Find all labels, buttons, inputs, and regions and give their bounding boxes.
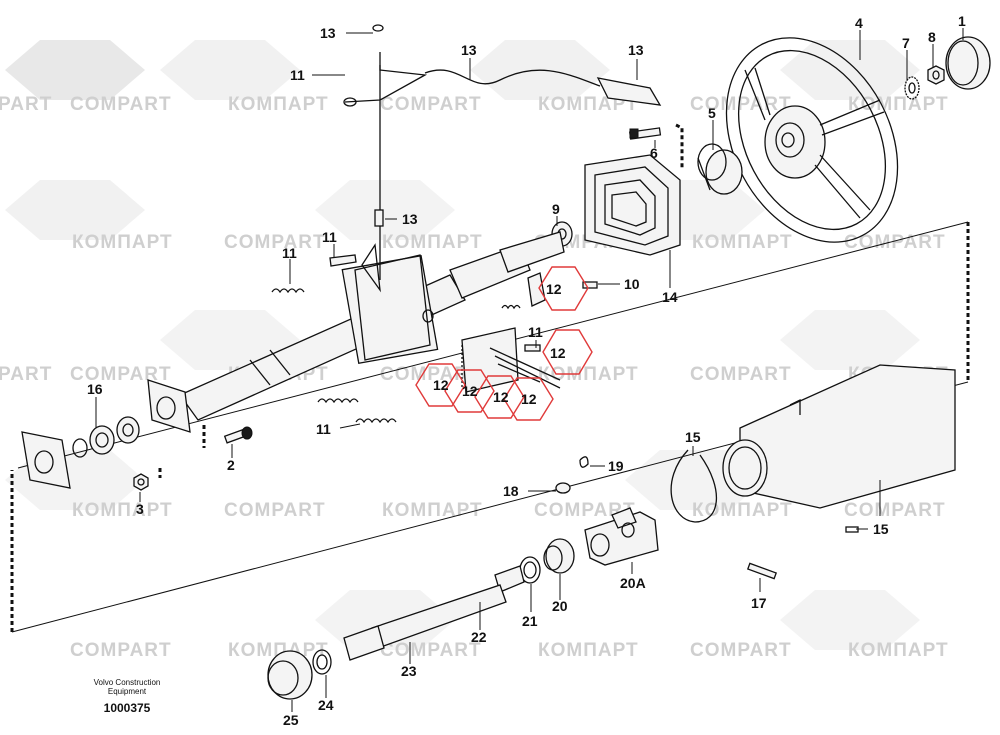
- watermark-text: КОМПАРТ: [382, 500, 483, 521]
- screw: [628, 127, 662, 140]
- part-label-21: 21: [522, 613, 538, 629]
- part-label-24: 24: [318, 697, 334, 713]
- part-label-15: 15: [685, 429, 701, 445]
- watermark-text: COMPART: [690, 94, 792, 115]
- part-label-10: 10: [624, 276, 640, 292]
- watermark-text: COMPART: [690, 640, 792, 661]
- watermark-text: КОМПАРТ: [538, 640, 639, 661]
- watermark-text: COMPART: [380, 94, 482, 115]
- part-label-5: 5: [708, 105, 716, 121]
- bolt-small: [746, 562, 778, 580]
- part-label-20A: 20A: [620, 575, 646, 591]
- part-label-14: 14: [662, 289, 678, 305]
- plate: [329, 254, 357, 267]
- watermark-text: PART: [0, 94, 52, 115]
- part-label-12: 12: [550, 345, 566, 361]
- part-label-13: 13: [461, 42, 477, 58]
- part-label-12: 12: [521, 391, 537, 407]
- part-label-12: 12: [546, 281, 562, 297]
- watermark-text: КОМПАРТ: [848, 640, 949, 661]
- bearing-cup: [267, 650, 313, 700]
- horn-cap: [945, 36, 991, 90]
- part-label-20: 20: [552, 598, 568, 614]
- universal-joint: [584, 507, 659, 566]
- brand-line-1: Volvo Construction: [94, 678, 161, 687]
- tilt-linkage: [343, 24, 662, 280]
- intermediate-shaft: [343, 565, 525, 661]
- part-labels: 13 11 13 13 4 7 8 1 5 6 13 11 11 9 10 14…: [87, 13, 966, 728]
- watermark-text: COMPART: [534, 500, 636, 521]
- mounting-flange: [21, 431, 71, 489]
- part-label-12: 12: [462, 383, 478, 399]
- brand-line-2: Equipment: [108, 687, 147, 696]
- watermark-text: КОМПАРТ: [228, 94, 329, 115]
- bolt: [223, 426, 253, 444]
- nut: [133, 473, 149, 491]
- watermark-text: COMPART: [70, 640, 172, 661]
- part-label-22: 22: [471, 629, 487, 645]
- part-label-23: 23: [401, 663, 417, 679]
- spring: [271, 288, 521, 424]
- protective-sleeve: [722, 364, 956, 509]
- part-label-13: 13: [402, 211, 418, 227]
- part-label-1: 1: [958, 13, 966, 29]
- part-label-3: 3: [136, 501, 144, 517]
- part-label-18: 18: [503, 483, 519, 499]
- part-label-11: 11: [282, 245, 297, 261]
- part-label-11: 11: [528, 324, 543, 340]
- watermark-text: КОМПАРТ: [382, 232, 483, 253]
- washer-small: [555, 482, 571, 494]
- watermark-text: COMPART: [690, 364, 792, 385]
- bushing: [697, 143, 743, 195]
- watermark-text: КОМПАРТ: [72, 232, 173, 253]
- bushing-lower: [543, 538, 575, 574]
- steering-column: [179, 231, 565, 421]
- watermark-text: COMPART: [224, 500, 326, 521]
- drawing-footer: Volvo Construction Equipment 1000375: [94, 678, 161, 715]
- watermark-text: COMPART: [70, 94, 172, 115]
- part-label-11: 11: [316, 421, 331, 437]
- steering-wheel: [725, 37, 899, 243]
- part-label-12: 12: [493, 389, 509, 405]
- watermark-text: КОМПАРТ: [692, 500, 793, 521]
- watermark-text: COMPART: [380, 640, 482, 661]
- seal-ring: [312, 649, 332, 675]
- watermark-text: COMPART: [224, 232, 326, 253]
- part-label-12: 12: [433, 377, 449, 393]
- part-label-17: 17: [751, 595, 767, 611]
- part-label-6: 6: [650, 145, 658, 161]
- cable-tie: [670, 449, 718, 523]
- part-label-9: 9: [552, 201, 560, 217]
- part-label-11: 11: [322, 229, 337, 245]
- watermark-text: COMPART: [70, 364, 172, 385]
- lock-washer: [904, 76, 920, 100]
- part-label-8: 8: [928, 29, 936, 45]
- watermark-text: КОМПАРТ: [72, 500, 173, 521]
- watermark-text: КОМПАРТ: [848, 94, 949, 115]
- seal-kit: [72, 416, 140, 458]
- part-label-4: 4: [855, 15, 863, 31]
- watermark-text: КОМПАРТ: [538, 364, 639, 385]
- part-label-25: 25: [283, 712, 299, 728]
- part-label-13: 13: [628, 42, 644, 58]
- drawing-number: 1000375: [104, 701, 151, 715]
- highlight-marks: [415, 266, 593, 421]
- bellows: [584, 154, 681, 256]
- clip: [579, 456, 589, 468]
- part-label-7: 7: [902, 35, 910, 51]
- watermark-text: КОМПАРТ: [692, 232, 793, 253]
- part-label-11: 11: [290, 67, 305, 83]
- watermark-text: PART: [0, 364, 52, 385]
- part-label-15: 15: [873, 521, 889, 537]
- part-label-19: 19: [608, 458, 624, 474]
- steering-wheel-nut: [927, 65, 945, 85]
- part-label-2: 2: [227, 457, 235, 473]
- part-label-13: 13: [320, 25, 336, 41]
- leader-lines: [95, 28, 964, 712]
- watermark-text: COMPART: [844, 500, 946, 521]
- column-flange: [147, 379, 191, 433]
- part-label-16: 16: [87, 381, 103, 397]
